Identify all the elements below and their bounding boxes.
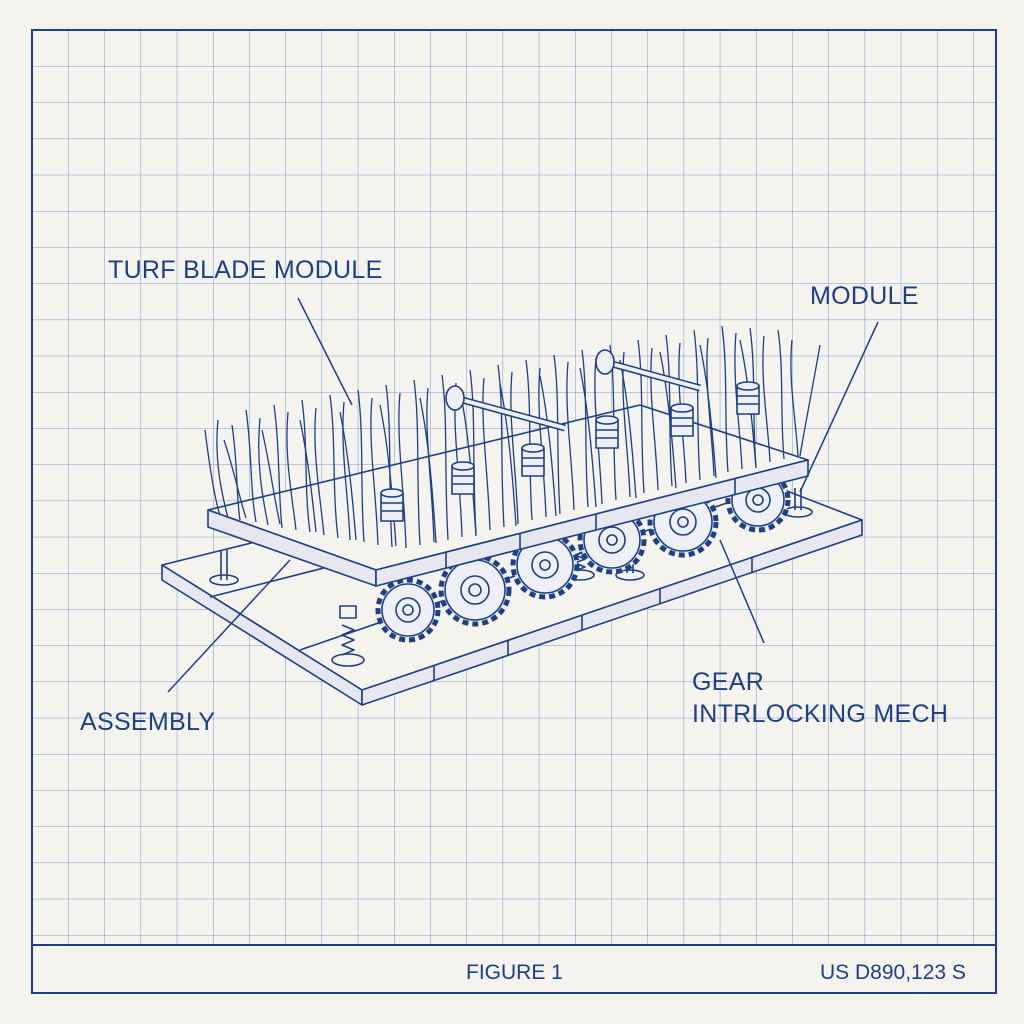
footer-band — [33, 946, 995, 992]
axle-rod — [445, 385, 566, 432]
label-turf-blade-module: TURF BLADE MODULE — [108, 256, 383, 284]
label-assembly: ASSEMBLY — [80, 708, 216, 736]
label-gear: GEAR — [692, 668, 765, 696]
label-interlocking-mechanism: INTRLOCKING MECH — [692, 700, 949, 728]
leader-turf-blade-module — [297, 297, 353, 406]
figure-number: FIGURE 1 — [466, 961, 563, 984]
support-posts — [209, 488, 813, 667]
leader-gear-mechanism — [719, 539, 765, 644]
leader-assembly — [167, 559, 291, 693]
drawing-border — [31, 29, 997, 994]
label-module: MODULE — [810, 282, 919, 310]
turf-module-illustration — [161, 325, 863, 706]
patent-number: US D890,123 S — [820, 961, 966, 984]
blade-spools — [380, 349, 760, 522]
leader-lines — [167, 297, 879, 693]
leader-module — [799, 321, 879, 493]
turf-blades — [204, 325, 821, 549]
axle-rod — [595, 349, 701, 392]
